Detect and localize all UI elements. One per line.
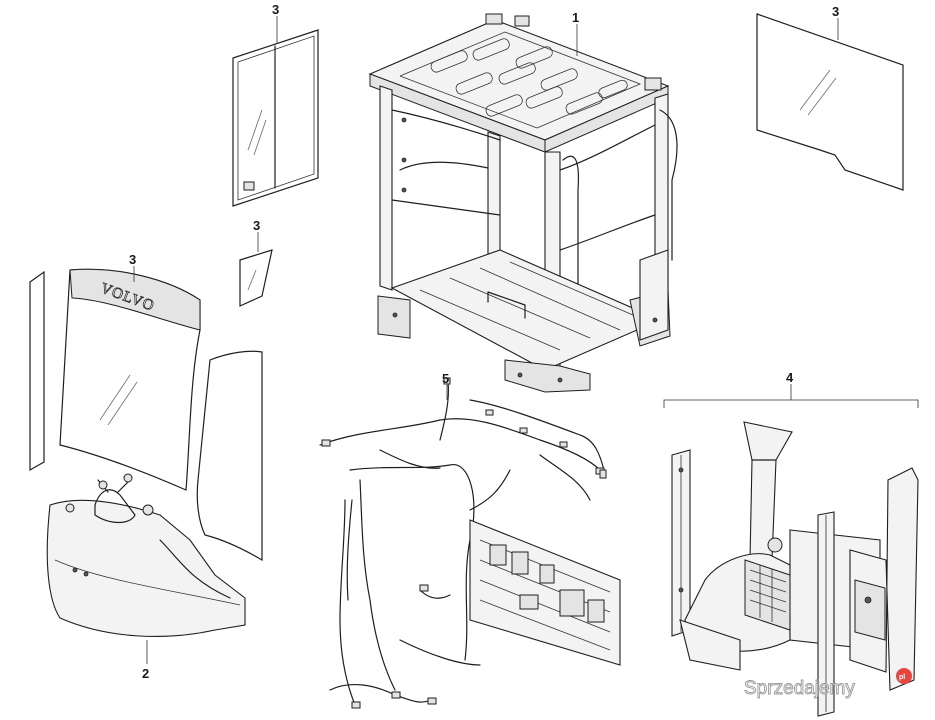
cab-frame-part: 1 [368,10,678,393]
wiring-harness-part: 5 [319,371,621,709]
small-glass-part: 3 [239,218,273,307]
watermark-badge: pl [899,674,905,681]
windshield-part: VOLVO 3 [29,252,263,562]
interior-panels-part: 4 [663,370,919,717]
callout-side-glass: 3 [832,4,839,19]
callout-windshield: 3 [129,252,136,267]
callout-interior-panels: 4 [786,370,794,385]
callout-cab-frame: 1 [572,10,579,25]
watermark-text: Sprzedajemy [744,678,855,699]
callout-framed-glass: 3 [272,2,279,17]
callout-lower-panel: 2 [142,666,149,681]
side-glass-part: 3 [756,4,904,191]
callout-small-glass: 3 [253,218,260,233]
lower-panel-part: 2 [46,473,246,681]
framed-glass-part: 3 [232,2,319,207]
watermark: Sprzedajemy pl [744,668,912,699]
callout-wiring-harness: 5 [442,371,449,386]
